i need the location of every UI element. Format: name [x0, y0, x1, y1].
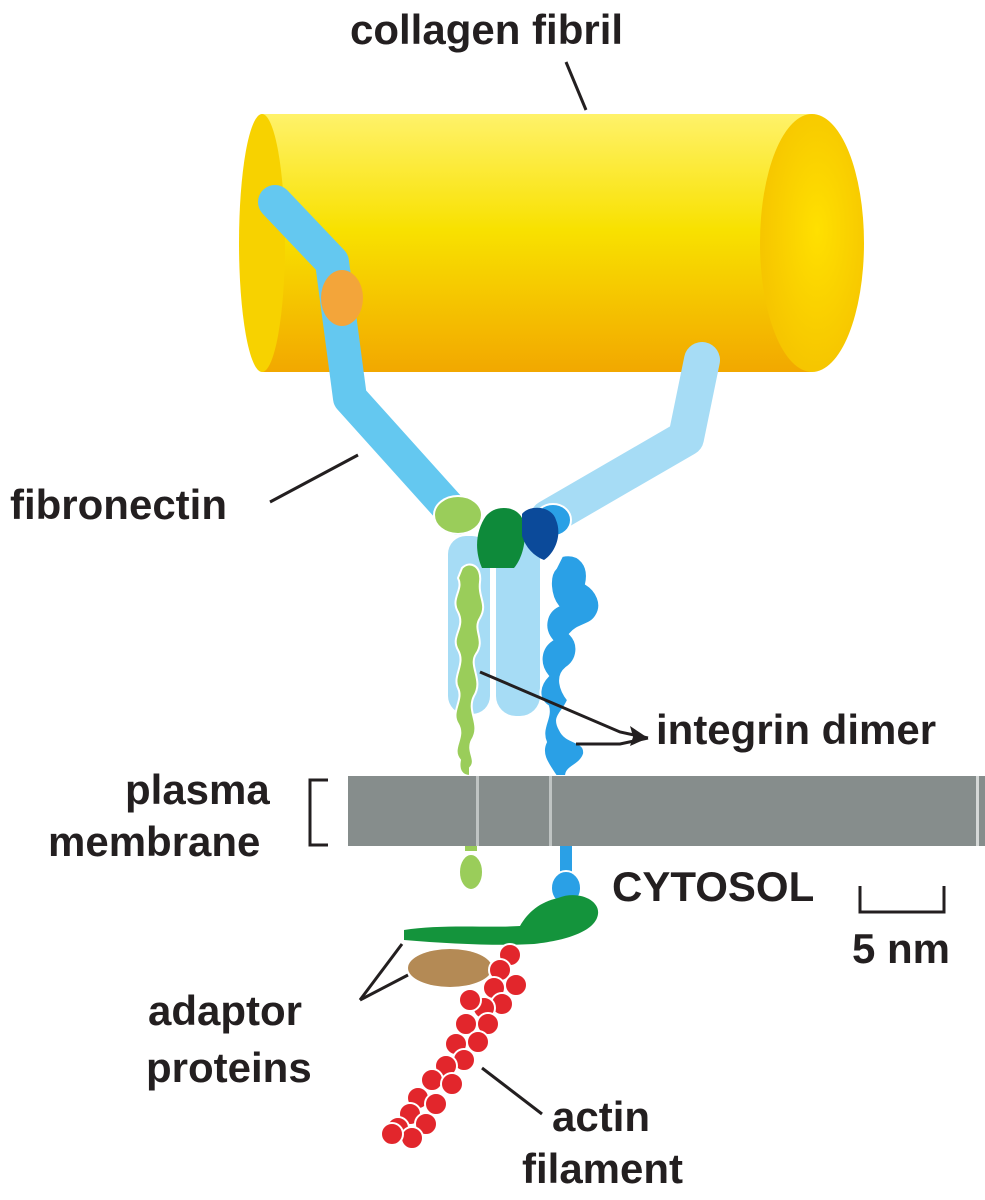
adaptor-leader-2 [359, 973, 409, 1002]
cytosol-label: CYTOSOL [612, 863, 815, 910]
fibronectin [258, 185, 475, 535]
adaptor-protein-tan [408, 949, 492, 987]
integrin-beta-head [522, 507, 559, 560]
plasma-membrane-label-line1: plasma [125, 766, 270, 813]
collagen-leader [564, 61, 588, 111]
fibronectin-label: fibronectin [10, 481, 227, 528]
plasma-membrane-label-line2: membrane [48, 818, 261, 865]
adaptor-proteins-label-line2: proteins [146, 1044, 312, 1091]
fibronectin-binding-site [321, 270, 363, 326]
membrane-right-highlight [976, 776, 979, 846]
integrin-dimer-label: integrin dimer [656, 706, 937, 753]
actin-filament-label-line1: actin [552, 1093, 651, 1140]
adaptor-leader-1 [358, 943, 404, 1001]
scale-bar [858, 886, 946, 914]
fibronectin-leader [269, 453, 359, 504]
actin-leader [481, 1066, 543, 1116]
integrin-arrowheads [630, 726, 648, 746]
fibronectin-back-arm [530, 342, 720, 536]
membrane-bracket [308, 778, 328, 847]
actin-filament-label-line2: filament [522, 1145, 684, 1192]
plasma-membrane [348, 776, 985, 846]
leader-lines [269, 61, 649, 1116]
adaptor-proteins-label-line1: adaptor [148, 987, 303, 1034]
membrane-light-gap-2 [549, 776, 552, 846]
membrane-light-gap [476, 776, 479, 846]
adaptor-protein-green [404, 895, 599, 945]
collagen-fibril-label: collagen fibril [350, 6, 624, 53]
actin-filament [380, 943, 528, 1150]
integrin-alpha-head [477, 507, 525, 568]
scale-label: 5 nm [852, 925, 951, 972]
